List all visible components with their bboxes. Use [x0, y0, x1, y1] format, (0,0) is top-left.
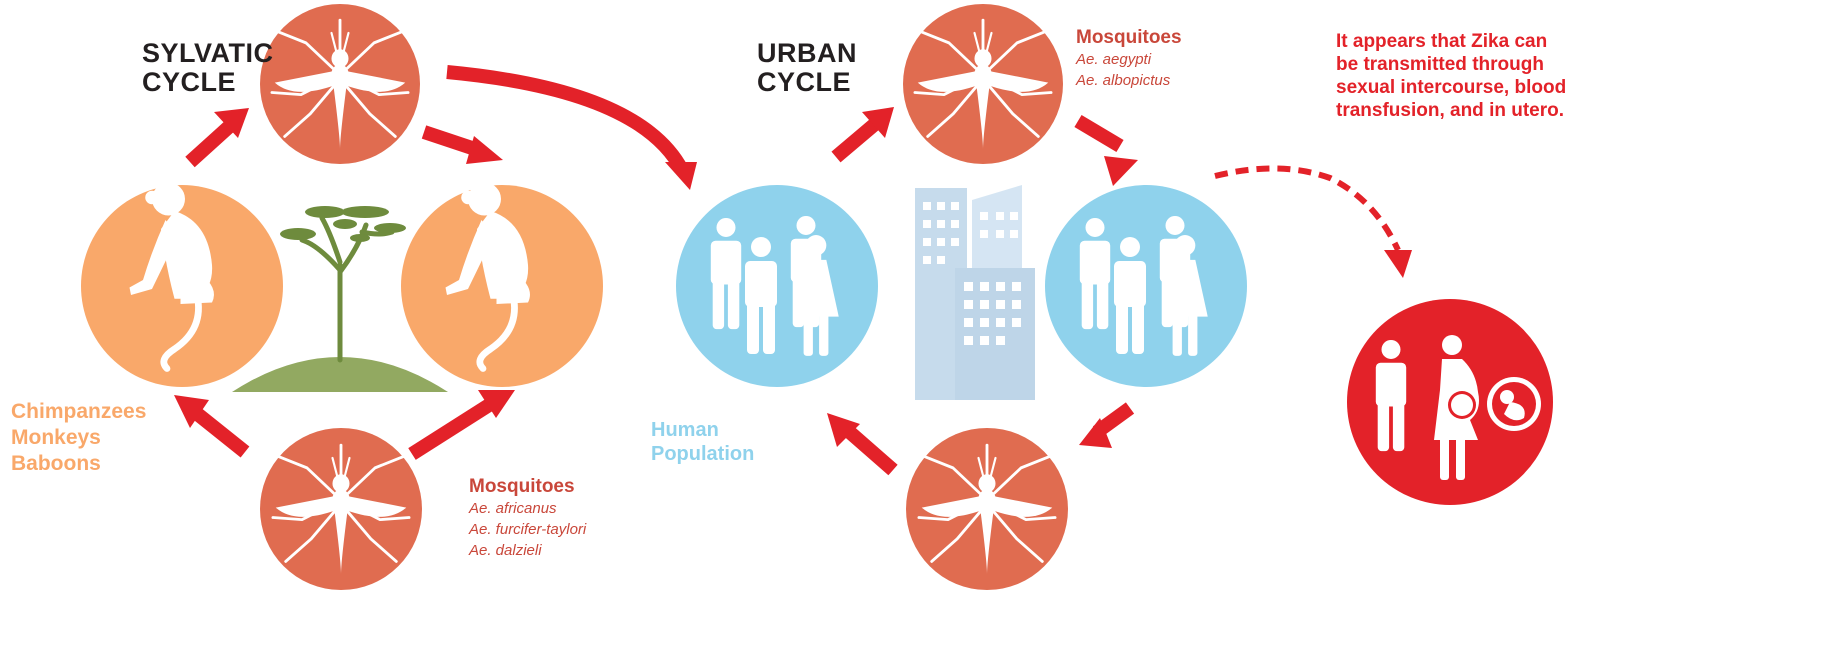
mosquito-heading: Mosquitoes — [469, 476, 575, 497]
acacia-tree-icon — [280, 206, 406, 363]
urban-mosquito-label: Mosquitoes Ae. aegypti Ae. albopictus — [1076, 27, 1182, 91]
species-label: Ae. dalzieli — [469, 542, 542, 559]
host-label: Chimpanzees — [11, 400, 147, 423]
mosquito-heading: Mosquitoes — [1076, 27, 1182, 48]
species-label: Ae. africanus — [469, 500, 557, 517]
host-label: Population — [651, 443, 755, 465]
dashed-arrow — [1214, 165, 1401, 252]
sylvatic-mosquito-label: Mosquitoes Ae. africanus Ae. furcifer-ta… — [469, 476, 586, 561]
mosquito-species-list: Ae. aegypti Ae. albopictus — [1076, 49, 1182, 91]
urban-title-line1: URBAN — [757, 38, 857, 68]
cycle-arrows — [185, 65, 1135, 476]
host-label: Monkeys — [11, 426, 101, 449]
urban-title-line2: CYCLE — [757, 67, 852, 97]
city-buildings-icon — [915, 185, 1035, 400]
couple-pregnancy-fetus-icon — [1375, 335, 1541, 480]
species-label: Ae. albopictus — [1076, 72, 1171, 89]
species-label: Ae. aegypti — [1076, 51, 1152, 68]
hill-icon — [232, 357, 448, 392]
mosquito-species-list: Ae. africanus Ae. furcifer-taylori Ae. d… — [469, 498, 586, 561]
arrow-heads — [174, 107, 1138, 448]
urban-hosts: Human Population — [651, 418, 754, 466]
sylvatic-hosts: Chimpanzees Monkeys Baboons — [11, 399, 146, 477]
host-label: Baboons — [11, 452, 101, 475]
urban-cycle-title: URBAN CYCLE — [757, 39, 857, 97]
dashed-arrow-head — [1384, 250, 1412, 278]
host-label: Human — [651, 419, 719, 441]
transmission-note: It appears that Zika can be transmitted … — [1336, 31, 1567, 121]
sylvatic-title-line1: SYLVATIC — [142, 38, 274, 68]
sylvatic-title-line2: CYCLE — [142, 67, 237, 97]
sylvatic-cycle-title: SYLVATIC CYCLE — [142, 39, 274, 97]
species-label: Ae. furcifer-taylori — [469, 521, 587, 538]
